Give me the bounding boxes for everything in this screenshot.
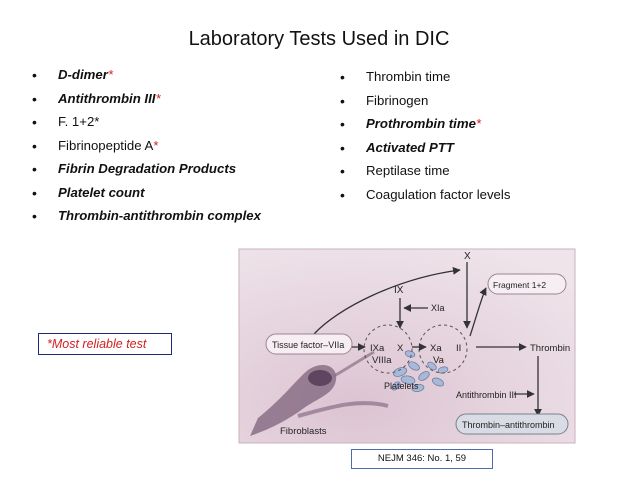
test-label: Prothrombin time	[366, 116, 476, 131]
label-antithrombin: Antithrombin III	[456, 390, 517, 400]
label-ix: IX	[394, 285, 404, 296]
label-thrombin: Thrombin	[530, 343, 570, 354]
reliable-marker: *	[153, 137, 159, 153]
test-label: Fibrinogen	[366, 92, 429, 108]
label-tissue-factor: Tissue factor–VIIa	[272, 340, 344, 350]
test-item-platelet-count: Platelet count	[32, 184, 261, 208]
test-item-coagulation-factors: Coagulation factor levels	[340, 186, 510, 210]
test-item-fdp: Fibrin Degradation Products	[32, 160, 261, 184]
right-test-list: Thrombin time Fibrinogen Prothrombin tim…	[340, 68, 510, 209]
label-xa: Xa	[430, 343, 442, 354]
test-label: Fibrin Degradation Products	[58, 161, 237, 176]
label-va: Va	[433, 355, 445, 366]
test-item-reptilase-time: Reptilase time	[340, 162, 510, 186]
test-item-fibrinogen: Fibrinogen	[340, 92, 510, 116]
complex-box	[455, 413, 569, 435]
test-label: D-dimer	[58, 67, 108, 82]
test-item-f12: F. 1+2*	[32, 113, 261, 137]
fibroblast-cell-image	[250, 350, 389, 436]
test-label: Thrombin-antithrombin complex	[58, 208, 261, 223]
citation-box: NEJM 346: No. 1, 59	[351, 449, 493, 469]
label-fibroblasts: Fibroblasts	[280, 426, 327, 437]
test-label: Antithrombin III	[58, 90, 156, 106]
test-item-thrombin-time: Thrombin time	[340, 68, 510, 92]
test-item-tat-complex: Thrombin-antithrombin complex	[32, 207, 261, 231]
label-x-top: X	[464, 251, 471, 262]
test-label: Thrombin time	[366, 69, 451, 84]
test-item-d-dimer: D-dimer*	[32, 66, 261, 90]
test-item-prothrombin-time: Prothrombin time*	[340, 115, 510, 139]
reliable-marker: *	[475, 116, 482, 131]
label-xia: XIa	[431, 303, 445, 313]
test-label: Fibrinopeptide A	[58, 137, 154, 153]
test-item-antithrombin-iii: Antithrombin III*	[32, 90, 261, 114]
test-label: Activated PTT	[366, 139, 454, 155]
tissue-factor-box	[265, 333, 353, 355]
test-label: F. 1+2*	[58, 114, 100, 129]
label-ii: II	[456, 343, 461, 354]
arrow-tf-to-x-top	[313, 267, 461, 335]
test-item-activated-ptt: Activated PTT	[340, 139, 510, 163]
slide-title: Laboratory Tests Used in DIC	[188, 28, 450, 50]
reliable-marker: *	[155, 90, 161, 106]
label-x-mid: X	[397, 343, 404, 354]
fragment-box	[487, 273, 567, 295]
reliable-marker: *	[107, 67, 113, 82]
label-complex: Thrombin–antithrombin	[462, 420, 555, 430]
label-viiia: VIIIa	[372, 355, 392, 366]
test-label: Coagulation factor levels	[366, 186, 511, 202]
label-fragment: Fragment 1+2	[493, 280, 546, 290]
test-label: Reptilase time	[366, 163, 450, 178]
test-item-fibrinopeptide-a: Fibrinopeptide A*	[32, 137, 261, 161]
coagulation-cascade-diagram: X IX XIa Fragment 1+2 Tissue factor–VIIa…	[238, 248, 576, 444]
test-label: Platelet count	[58, 184, 145, 200]
reliable-test-note: *Most reliable test	[38, 333, 172, 355]
arrow-to-fragment	[469, 287, 487, 337]
platelets-cluster-image	[391, 350, 449, 393]
label-ixa: IXa	[370, 343, 385, 354]
label-platelets: Platelets	[384, 381, 419, 391]
left-test-list: D-dimer* Antithrombin III* F. 1+2* Fibri…	[32, 66, 261, 231]
